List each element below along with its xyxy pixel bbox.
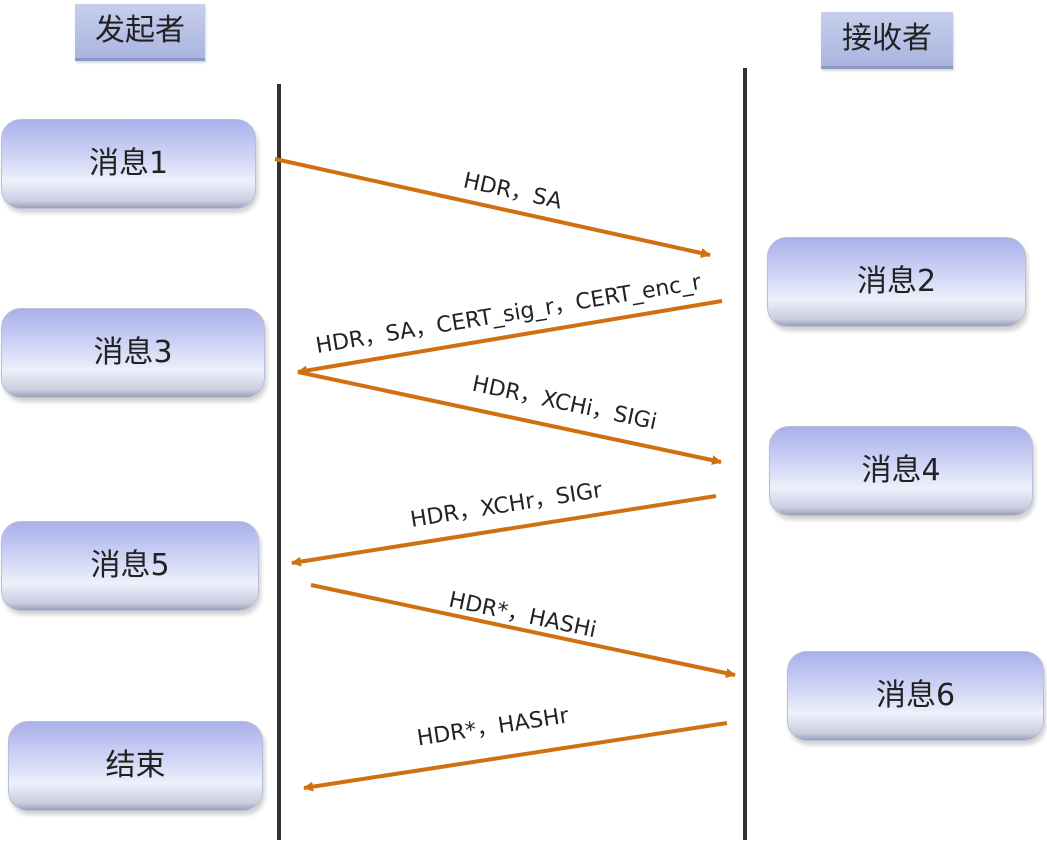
initiator-state-end: 结束 xyxy=(8,721,263,811)
message-arrow-3 xyxy=(297,370,722,466)
initiator-header: 发起者 xyxy=(75,4,205,61)
message-arrow-1 xyxy=(274,157,711,258)
message-arrow-4 xyxy=(291,494,717,567)
responder-header: 接收者 xyxy=(821,12,953,69)
initiator-state-5: 消息5 xyxy=(1,521,259,611)
message-arrow-2 xyxy=(297,299,723,376)
responder-state-2: 消息2 xyxy=(767,237,1026,327)
responder-state-4: 消息4 xyxy=(769,426,1033,516)
message-arrow-5 xyxy=(310,583,736,679)
initiator-state-1: 消息1 xyxy=(1,119,256,209)
message-arrow-6 xyxy=(303,721,728,792)
initiator-state-3: 消息3 xyxy=(1,308,265,398)
responder-state-6: 消息6 xyxy=(787,651,1044,741)
